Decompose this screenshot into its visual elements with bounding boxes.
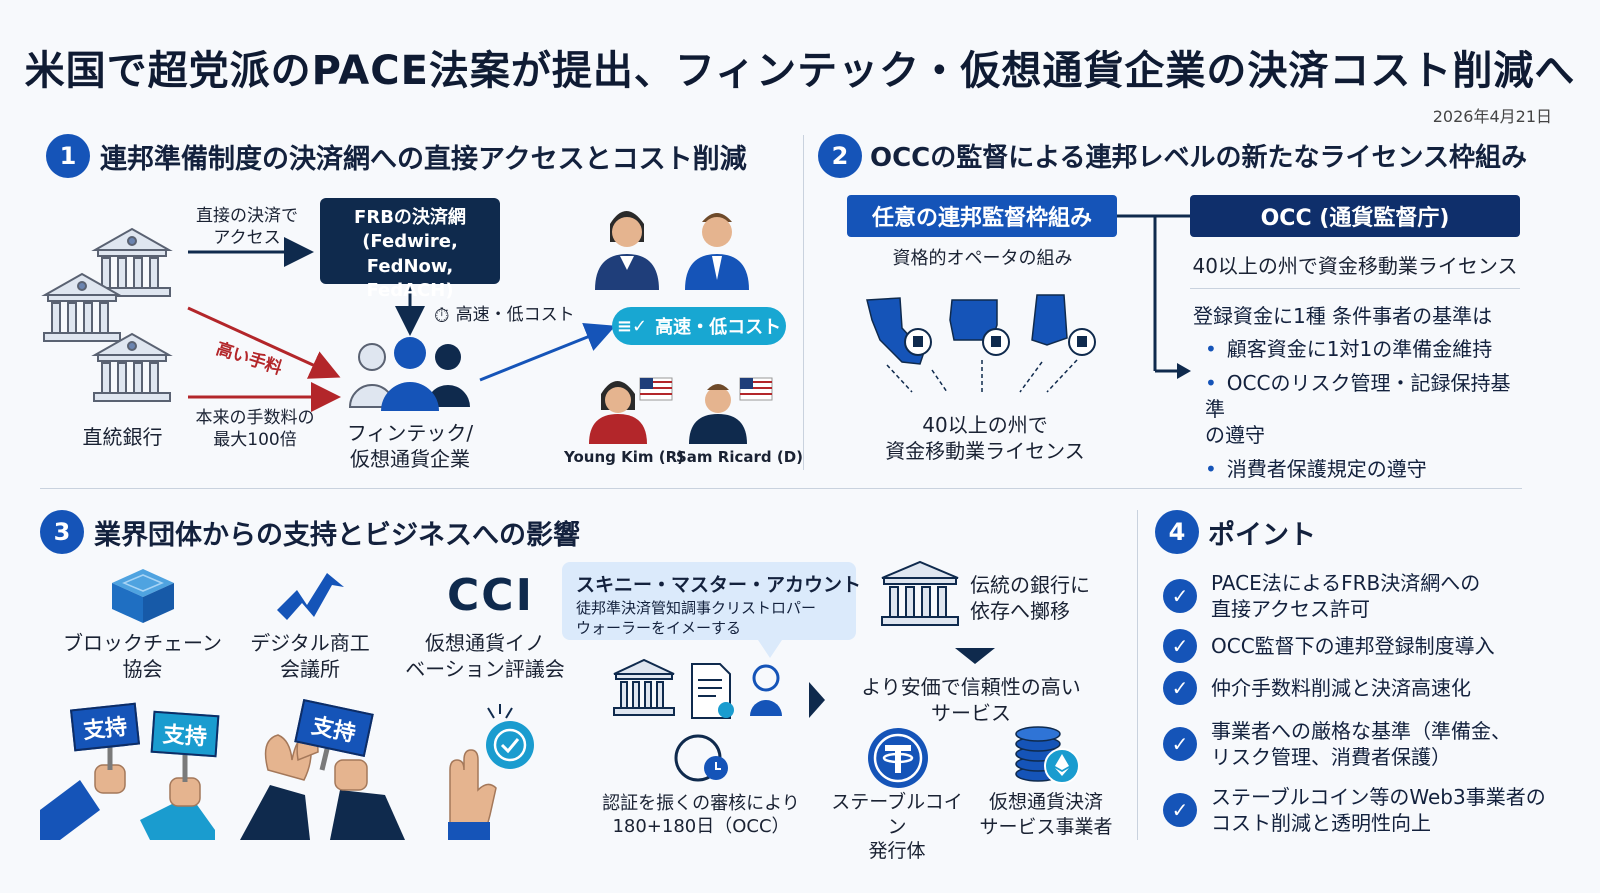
fast-lines-icon: ≡✓ [616, 315, 648, 337]
speed-pill-label: 高速・低コスト [655, 317, 782, 338]
skinny-master-account-bubble: スキニー・マスター・アカウント 徒邦準決済管知調事クリストロパー ウォーラーをイ… [562, 562, 862, 640]
check-icon: ✓ [1163, 671, 1197, 705]
speed-low-cost-pill: ≡✓ 高速・低コスト [612, 307, 786, 345]
point-text: OCC監督下の連邦登録制度導入 [1211, 634, 1495, 658]
digital-chamber-logo-icon [277, 573, 344, 620]
requirement-item: 消費者保護規定の遵守 [1205, 456, 1525, 482]
bank-buildings-icon [41, 227, 173, 402]
tether-coin-icon [868, 728, 928, 788]
frb-network-box: FRBの決済網 (Fedwire, FedNow, FedACH) [320, 198, 500, 301]
stopwatch-icon: ⏱ [434, 303, 450, 327]
review-process-icons [613, 658, 782, 719]
section-1-number: 1 [46, 134, 90, 178]
speed-low-cost-note: ⏱ 高速・低コスト [434, 303, 575, 327]
section-2-number: 2 [818, 134, 862, 178]
point-item: ✓ OCC監督下の連邦登録制度導入 [1163, 629, 1563, 663]
point-item: ✓ 事業者への厳格な基準（準備金、 リスク管理、消費者保護） [1163, 718, 1563, 770]
point-item: ✓ PACE法によるFRB決済網への 直接アクセス許可 [1163, 570, 1563, 622]
org-blockchain-association: ブロックチェーン 協会 [63, 631, 222, 681]
section-1-title: 連邦準備制度の決済網への直接アクセスとコスト削減 [100, 144, 747, 175]
point-text: ステーブルコイン等のWeb3事業者の コスト削減と透明性向上 [1211, 785, 1546, 835]
section-4-number: 4 [1155, 510, 1199, 554]
hand-token-icon [448, 704, 534, 840]
sponsor-sam-ricard: Sam Ricard (D) [676, 448, 804, 466]
point-text: PACE法によるFRB決済網への 直接アクセス許可 [1211, 571, 1481, 621]
qualified-operator-label: 資格的オペータの組み [892, 248, 1073, 269]
support-sign: 支持 [150, 710, 220, 758]
bubble-title: スキニー・マスター・アカウント [576, 574, 862, 596]
check-icon: ✓ [1163, 579, 1197, 613]
section-3-title: 業界団体からの支持とビジネスへの影響 [94, 520, 580, 551]
review-period-label: 認証を振くの審核により 180+180日（OCC） [602, 793, 800, 838]
support-sign: 支持 [69, 702, 141, 752]
connector-arrow [1117, 214, 1191, 379]
check-icon: ✓ [1163, 727, 1197, 761]
traditional-bank-icon [881, 560, 959, 626]
page-title: 米国で超党派のPACE法案が提出、フィンテック・仮想通貨企業の決済コスト削減へ [24, 48, 1576, 94]
optional-federal-framework-box: 任意の連邦監督枠組み [847, 195, 1117, 237]
section-2-title: OCCの監督による連邦レベルの新たなライセンス枠組み [870, 143, 1527, 173]
bubble-body: 徒邦準決済管知調事クリストロパー ウォーラーをイメーする [576, 599, 817, 637]
chevron-right-icon [809, 682, 825, 718]
down-arrow-icon [955, 648, 995, 664]
requirement-item: 顧客資金に1対1の準備金維持 [1205, 336, 1525, 362]
bank-dependence-shift-label: 伝統の銀行に 依存へ擲移 [970, 573, 1090, 623]
speed-label: 高速・低コスト [455, 304, 575, 325]
fintech-label: フィンテック/ 仮想通貨企業 [346, 421, 474, 471]
coin-stack-icon [1015, 726, 1080, 784]
direct-access-label: 直接の決済で アクセス [196, 206, 298, 249]
clock-icon [674, 734, 728, 782]
map-license-label: 40以上の州で 資金移動業ライセンス [885, 413, 1085, 463]
stablecoin-issuer-label: ステーブルコイン 発行体 [831, 791, 963, 863]
requirement-item: OCCのリスク管理・記録保持基準 の遵守 [1205, 370, 1525, 448]
support-hands-illustration [40, 729, 405, 840]
requirements-list: 顧客資金に1対1の準備金維持 OCCのリスク管理・記録保持基準 の遵守 消費者保… [1205, 336, 1525, 482]
point-text: 仲介手数料削減と決済高速化 [1211, 676, 1471, 700]
crypto-payment-provider-label: 仮想通貨決済 サービス事業者 [979, 791, 1113, 838]
flow-arrows [187, 237, 616, 412]
requirements-heading: 登録資金に1種 条件事者の基準は [1193, 304, 1493, 328]
point-text: 事業者への厳格な基準（準備金、 リスク管理、消費者保護） [1211, 719, 1511, 769]
state-maps-icon [866, 294, 1096, 393]
section-4-title: ポイント [1208, 520, 1316, 551]
point-item: ✓ 仲介手数料削減と決済高速化 [1163, 671, 1563, 705]
divider-vertical-top [803, 135, 804, 470]
org-digital-chamber: デジタル商工 会議所 [250, 631, 370, 681]
fee-note-label: 本来の手数料の 最大100倍 [195, 408, 315, 451]
check-icon: ✓ [1163, 629, 1197, 663]
fintech-people-icon [348, 337, 470, 411]
divider-horizontal [40, 488, 1522, 489]
blockchain-cube-icon [112, 569, 174, 623]
sponsor-young-kim: Young Kim (R) [564, 448, 684, 466]
bubble-tail [758, 640, 782, 658]
cheaper-service-label: より安価で信頼性の高い サービス [861, 675, 1081, 725]
point-item: ✓ ステーブルコイン等のWeb3事業者の コスト削減と透明性向上 [1163, 784, 1563, 836]
org-crypto-council: 仮想通貨イノ ベーション評議会 [405, 631, 565, 681]
check-icon: ✓ [1163, 793, 1197, 827]
divider-vertical-bottom [1137, 510, 1138, 840]
publish-date: 2026年4月21日 [1432, 107, 1552, 126]
sponsors-portrait-icon [589, 377, 773, 444]
occ-divider [1190, 288, 1520, 289]
license-40-states-label: 40以上の州で資金移動業ライセンス [1192, 254, 1518, 278]
occ-box: OCC (通貨監督庁) [1190, 195, 1520, 237]
officials-portrait-icon [595, 211, 749, 290]
points-list: ✓ PACE法によるFRB決済網への 直接アクセス許可 ✓ OCC監督下の連邦登… [1163, 570, 1563, 836]
cci-logo: CCI [447, 570, 534, 621]
section-3-number: 3 [40, 510, 84, 554]
bank-label: 直統銀行 [82, 425, 163, 449]
